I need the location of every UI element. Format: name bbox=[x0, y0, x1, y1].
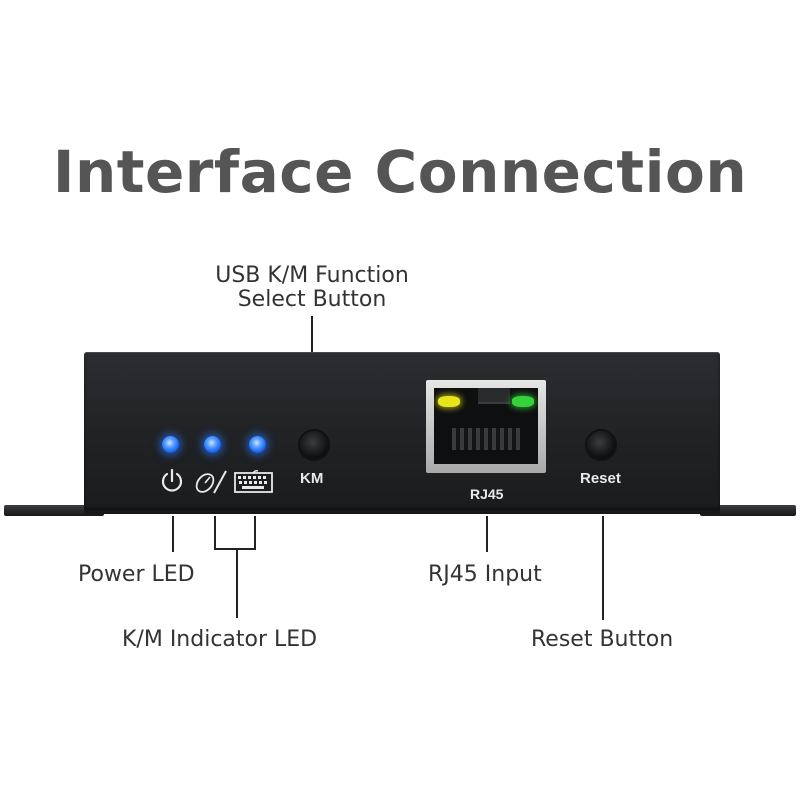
rj45-port[interactable] bbox=[426, 380, 546, 473]
km-select-button[interactable] bbox=[300, 431, 328, 459]
rj45-pins bbox=[452, 428, 520, 450]
rj45-latch-slot bbox=[478, 388, 510, 404]
rj45-leader-line bbox=[486, 516, 488, 552]
device-base bbox=[84, 508, 720, 514]
usb-km-callout: USB K/M Function Select Button bbox=[200, 264, 424, 312]
km-led-leader-line bbox=[236, 548, 238, 618]
rj45-socket bbox=[434, 388, 538, 464]
reset-button-callout: Reset Button bbox=[531, 627, 674, 652]
usb-km-leader-line bbox=[311, 316, 313, 354]
km-led-bracket-bottom bbox=[214, 548, 256, 550]
km-label: KM bbox=[300, 470, 324, 487]
page-title: Interface Connection bbox=[52, 138, 748, 206]
keyboard-indicator-led bbox=[249, 436, 266, 453]
power-icon bbox=[161, 468, 183, 492]
left-mounting-flange bbox=[4, 505, 104, 516]
power-led-callout: Power LED bbox=[78, 562, 195, 587]
rj45-input-callout: RJ45 Input bbox=[428, 562, 542, 587]
km-indicator-callout: K/M Indicator LED bbox=[122, 627, 318, 652]
reset-label: Reset bbox=[580, 470, 621, 487]
power-led-leader-line bbox=[172, 516, 174, 552]
power-led bbox=[162, 436, 179, 453]
reset-button[interactable] bbox=[587, 431, 615, 459]
km-led-bracket-right bbox=[254, 516, 256, 550]
rj45-activity-led-yellow bbox=[438, 396, 460, 407]
keyboard-icon bbox=[234, 470, 273, 493]
usb-km-callout-line2: Select Button bbox=[237, 287, 387, 312]
mouse-indicator-led bbox=[204, 436, 221, 453]
reset-leader-line bbox=[602, 516, 604, 620]
device-front-panel bbox=[84, 352, 720, 510]
right-mounting-flange bbox=[700, 505, 796, 516]
km-led-bracket-left bbox=[214, 516, 216, 550]
rj45-label: RJ45 bbox=[470, 486, 504, 502]
mouse-icon bbox=[195, 470, 227, 494]
rj45-link-led-green bbox=[512, 396, 534, 407]
usb-km-callout-line1: USB K/M Function bbox=[215, 263, 409, 288]
